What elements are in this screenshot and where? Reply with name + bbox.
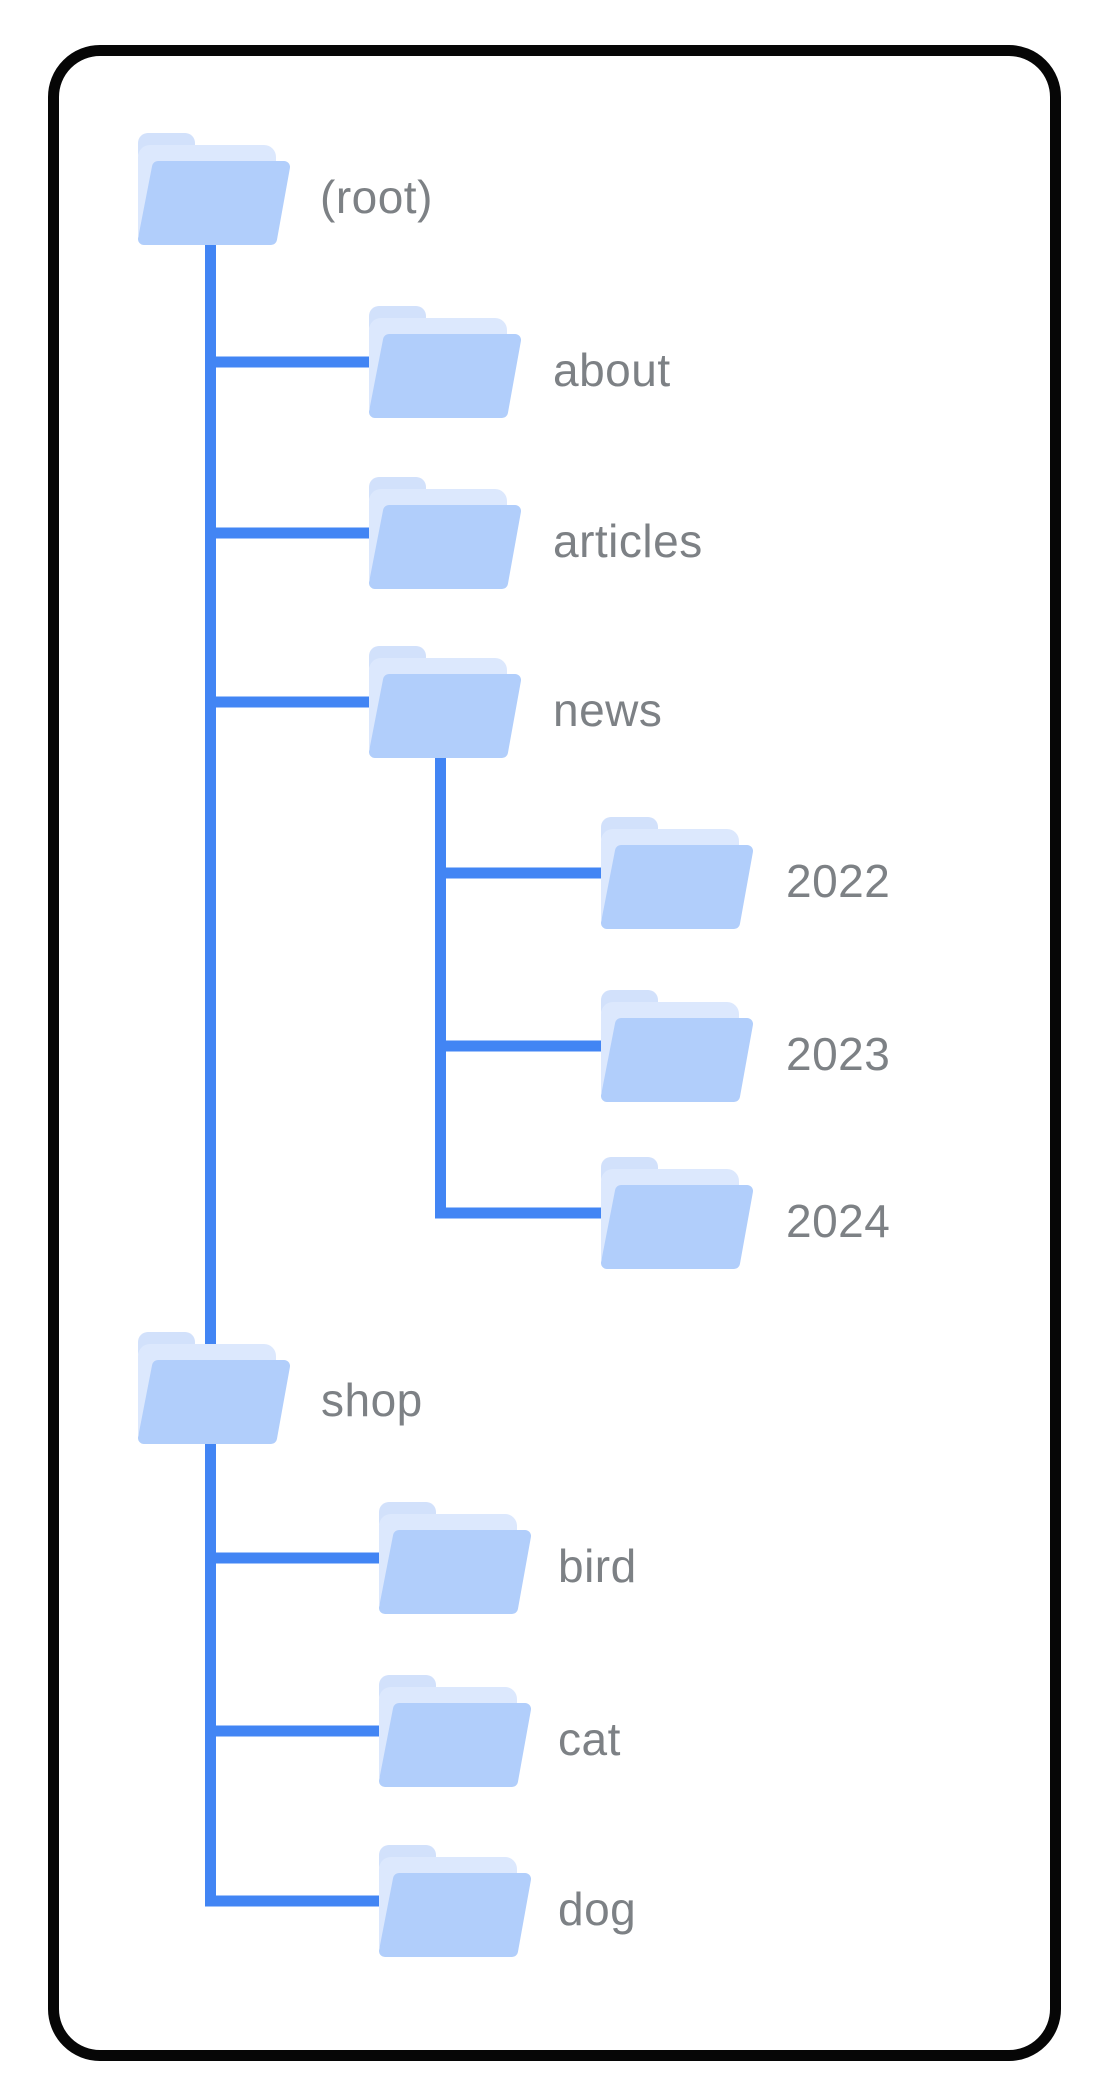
tree-node-articles (369, 477, 524, 590)
folder-label-shop: shop (321, 1374, 423, 1426)
folder-icon (379, 1502, 534, 1615)
folder-label-root: (root) (320, 171, 433, 223)
folder-icon (601, 990, 756, 1103)
folder-label-2022: 2022 (786, 855, 891, 907)
folder-label-2024: 2024 (786, 1195, 891, 1247)
tree-node-about (369, 306, 524, 419)
folder-icon (369, 477, 524, 590)
folder-label-cat: cat (558, 1713, 621, 1765)
folder-icon (369, 646, 524, 759)
folder-icon (138, 1332, 293, 1445)
folder-icon (601, 817, 756, 930)
folder-icon (601, 1157, 756, 1270)
folder-icon (379, 1845, 534, 1958)
diagram-card (48, 45, 1061, 2061)
folder-label-articles: articles (553, 515, 703, 567)
folder-icon (369, 306, 524, 419)
folder-icon (379, 1675, 534, 1788)
tree-node-2022 (601, 817, 756, 930)
folder-label-dog: dog (558, 1883, 637, 1935)
tree-node-dog (379, 1845, 534, 1958)
folder-icon (138, 133, 293, 246)
folder-label-about: about (553, 344, 671, 396)
tree-node-news (369, 646, 524, 759)
tree-node-root (138, 133, 293, 246)
tree-node-2023 (601, 990, 756, 1103)
folder-label-2023: 2023 (786, 1028, 891, 1080)
tree-node-2024 (601, 1157, 756, 1270)
tree-node-bird (379, 1502, 534, 1615)
tree-node-shop (138, 1332, 293, 1445)
tree-node-cat (379, 1675, 534, 1788)
folder-label-news: news (553, 684, 663, 736)
folder-label-bird: bird (558, 1540, 637, 1592)
